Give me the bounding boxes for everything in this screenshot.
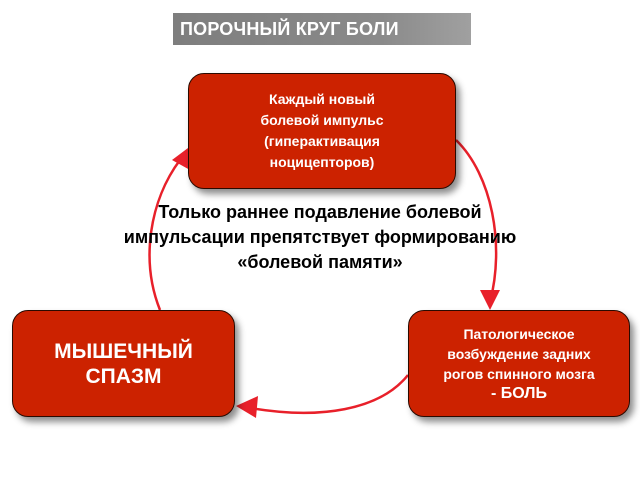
node-muscle-spasm-label: МЫШЕЧНЫЙ СПАЗМ: [54, 339, 193, 388]
arrow-right-to-left: [249, 374, 409, 415]
node-pain-impulse-label: Каждый новый болевой импульс (гиперактив…: [260, 91, 384, 170]
slide-title: ПОРОЧНЫЙ КРУГ БОЛИ: [173, 13, 471, 45]
node-muscle-spasm: МЫШЕЧНЫЙ СПАЗМ: [12, 310, 235, 417]
node-spinal-excitation-pain: - БОЛЬ: [490, 384, 548, 402]
node-pain-impulse: Каждый новый болевой импульс (гиперактив…: [188, 73, 456, 189]
node-spinal-excitation-label: Патологическое возбуждение задних рогов …: [443, 325, 595, 382]
arrow-right-to-left-head: [236, 396, 258, 418]
node-spinal-excitation: Патологическое возбуждение задних рогов …: [408, 310, 630, 417]
center-statement: Только раннее подавление болевой импульс…: [123, 202, 517, 272]
